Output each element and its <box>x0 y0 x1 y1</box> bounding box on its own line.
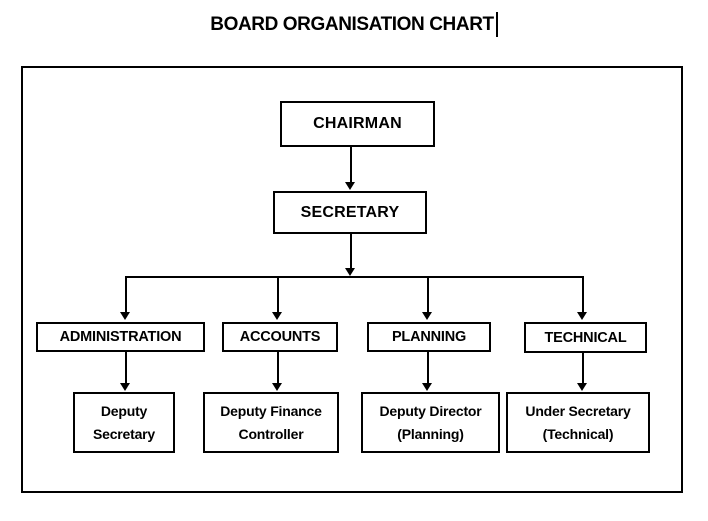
node-secretary-label: SECRETARY <box>300 203 400 221</box>
connector-planning-role <box>427 352 429 384</box>
node-deputy-finance-controller-line1: Deputy Finance <box>220 402 322 419</box>
drop-technical <box>582 276 584 313</box>
arrowhead-accounts <box>272 312 282 320</box>
node-administration-label: ADMINISTRATION <box>59 329 182 345</box>
arrowhead-under-secretary-technical <box>577 383 587 391</box>
branch-line <box>125 276 584 278</box>
node-deputy-secretary-line1: Deputy <box>100 402 148 419</box>
node-accounts[interactable]: ACCOUNTS <box>222 322 338 352</box>
node-under-secretary-technical-line2: (Technical) <box>542 425 614 442</box>
node-deputy-director-planning[interactable]: Deputy Director (Planning) <box>361 392 500 453</box>
node-technical[interactable]: TECHNICAL <box>524 322 647 353</box>
node-secretary[interactable]: SECRETARY <box>273 191 427 234</box>
arrowhead-planning <box>422 312 432 320</box>
node-planning[interactable]: PLANNING <box>367 322 491 352</box>
arrowhead-deputy-finance-controller <box>272 383 282 391</box>
connector-secretary-branch <box>350 234 352 269</box>
drop-planning <box>427 276 429 313</box>
node-administration[interactable]: ADMINISTRATION <box>36 322 205 352</box>
arrowhead-branch <box>345 268 355 276</box>
arrowhead-deputy-director-planning <box>422 383 432 391</box>
node-chairman[interactable]: CHAIRMAN <box>280 101 435 147</box>
connector-chairman-secretary <box>350 147 352 183</box>
page-title[interactable]: BOARD ORGANISATION CHART <box>210 13 494 35</box>
node-deputy-director-planning-line1: Deputy Director <box>379 402 482 419</box>
arrowhead-technical <box>577 312 587 320</box>
node-deputy-director-planning-line2: (Planning) <box>397 425 464 442</box>
connector-accounts-role <box>277 352 279 384</box>
node-accounts-label: ACCOUNTS <box>239 329 321 345</box>
text-cursor <box>495 12 498 37</box>
node-chairman-label: CHAIRMAN <box>313 115 402 132</box>
node-deputy-finance-controller-line2: Controller <box>238 425 304 442</box>
node-deputy-secretary[interactable]: Deputy Secretary <box>73 392 175 453</box>
node-planning-label: PLANNING <box>391 329 467 345</box>
arrowhead-secretary <box>345 182 355 190</box>
title-row: BOARD ORGANISATION CHART <box>0 12 708 37</box>
arrowhead-deputy-secretary <box>120 383 130 391</box>
node-deputy-finance-controller[interactable]: Deputy Finance Controller <box>203 392 339 453</box>
node-technical-label: TECHNICAL <box>544 329 627 346</box>
node-under-secretary-technical-line1: Under Secretary <box>525 402 631 419</box>
node-deputy-secretary-line2: Secretary <box>92 425 156 442</box>
connector-technical-role <box>582 353 584 384</box>
drop-accounts <box>277 276 279 313</box>
connector-administration-role <box>125 352 127 384</box>
drop-administration <box>125 276 127 313</box>
node-under-secretary-technical[interactable]: Under Secretary (Technical) <box>506 392 650 453</box>
arrowhead-administration <box>120 312 130 320</box>
